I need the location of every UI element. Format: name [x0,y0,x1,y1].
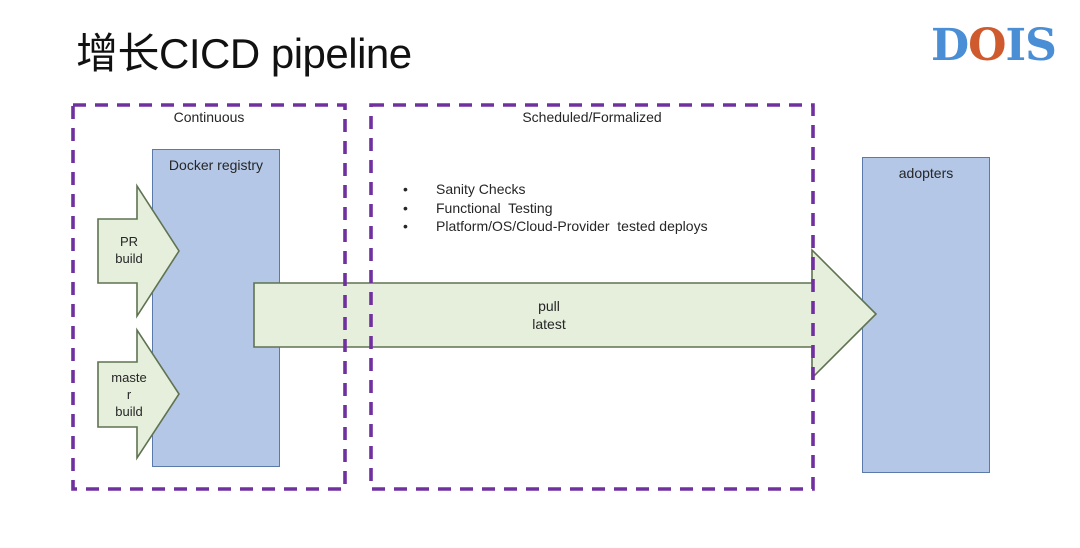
bullet-text: Functional Testing [436,199,553,216]
continuous-group-label: Continuous [173,109,245,125]
bullet-item-functional-testing: • Functional Testing [403,199,708,218]
scheduled-group-label: Scheduled/Formalized [522,109,662,125]
pr-build-label-line2: build [115,251,143,266]
master-build-label-line3: build [115,404,143,419]
bullet-marker: • [403,218,408,235]
logo-letter-s: S [1025,20,1057,71]
pull-latest-label-line2: latest [532,316,566,332]
pr-build-label-line1: PR [119,234,139,249]
logo-letter-d: D [931,20,969,71]
pull-latest-label-line1: pull [538,298,560,314]
pull-latest-arrow-label: pull latest [254,297,844,333]
logo-letter-i: I [1005,20,1026,71]
adopters-label: adopters [898,165,954,181]
page-title: 增长CICD pipeline [76,30,412,77]
master-build-arrow-label: maste r build [98,369,160,420]
bullet-text: Sanity Checks [436,181,526,197]
adopters-box: adopters [862,157,990,473]
checks-bullet-list: • Sanity Checks • Functional Testing • Plat… [403,180,708,236]
bullet-item-sanity-checks: • Sanity Checks [403,180,708,199]
bullet-marker: • [403,181,408,197]
bullet-marker: • [403,199,408,216]
docker-registry-label: Docker registry [168,157,264,173]
master-build-label-line1: maste [111,370,147,385]
master-build-label-line2: r [126,387,132,402]
dois-logo: DOIS [931,24,1057,68]
bullet-item-platform-deploys: • Platform/OS/Cloud-Provider tested deplo… [403,217,708,236]
logo-letter-o: O [968,20,1006,71]
pr-build-arrow-label: PR build [98,233,160,267]
bullet-text: Platform/OS/Cloud-Provider tested deploy… [436,218,708,235]
